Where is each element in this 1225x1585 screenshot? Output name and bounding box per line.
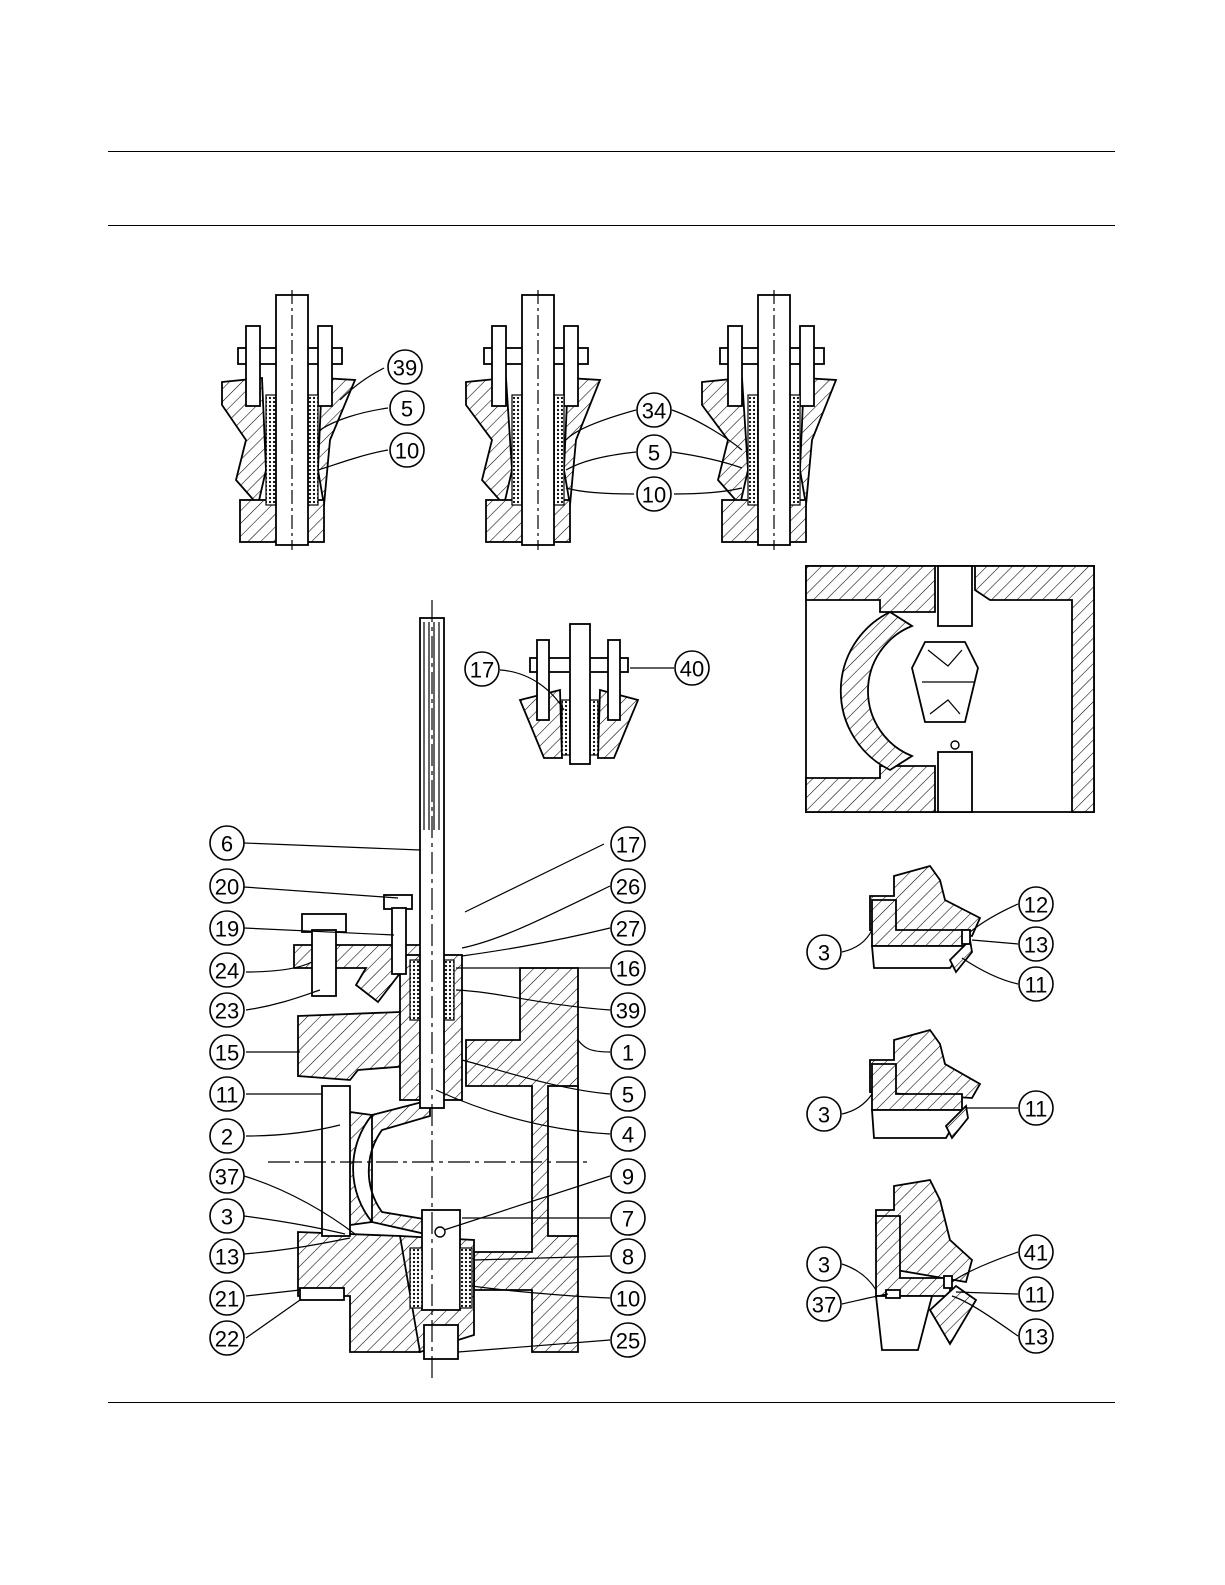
svg-text:11: 11: [1025, 1283, 1048, 1308]
packing-detail-2b: [702, 290, 836, 550]
seat-detail-1: [870, 866, 980, 972]
callout-det2-10: 10: [637, 477, 671, 511]
callout-main-4: 4: [611, 1117, 645, 1151]
callout-seat1-11: 11: [1019, 967, 1053, 1001]
callout-main-26: 26: [611, 869, 645, 903]
callout-main-19: 19: [210, 911, 244, 945]
callout-main-2: 2: [210, 1119, 244, 1153]
callout-seat2-11: 11: [1019, 1091, 1053, 1125]
svg-text:16: 16: [616, 957, 640, 982]
svg-text:8: 8: [622, 1245, 634, 1270]
svg-text:15: 15: [215, 1041, 239, 1066]
seat-detail-2: [870, 1030, 980, 1138]
callout-main-8: 8: [611, 1239, 645, 1273]
callout-main-25: 25: [611, 1323, 645, 1357]
svg-text:40: 40: [680, 657, 704, 682]
callout-main-23: 23: [210, 993, 244, 1027]
svg-text:3: 3: [818, 941, 830, 966]
callout-det2-5: 5: [637, 435, 671, 469]
callout-seat3-3: 3: [807, 1247, 841, 1281]
svg-text:22: 22: [215, 1327, 239, 1352]
callout-seat3-37: 37: [807, 1287, 841, 1321]
svg-text:10: 10: [642, 483, 666, 508]
packing-detail-2a: [466, 290, 600, 550]
callout-main-11: 11: [210, 1077, 244, 1111]
svg-text:24: 24: [215, 959, 239, 984]
callout-main-7: 7: [611, 1201, 645, 1235]
svg-text:7: 7: [622, 1207, 634, 1232]
svg-text:3: 3: [818, 1253, 830, 1278]
callout-main-27: 27: [611, 911, 645, 945]
callout-main-17: 17: [611, 827, 645, 861]
svg-text:27: 27: [616, 917, 640, 942]
packing-detail-3: [520, 624, 638, 764]
svg-text:39: 39: [393, 356, 417, 381]
svg-text:37: 37: [812, 1293, 836, 1318]
svg-text:3: 3: [221, 1205, 233, 1230]
callout-det2-34: 34: [637, 393, 671, 427]
svg-text:13: 13: [1024, 933, 1048, 958]
callout-main-6: 6: [210, 826, 244, 860]
callout-seat1-12: 12: [1019, 887, 1053, 921]
svg-text:13: 13: [215, 1245, 239, 1270]
svg-text:11: 11: [1025, 1097, 1048, 1122]
callout-main-22: 22: [210, 1321, 244, 1355]
svg-text:1: 1: [622, 1041, 634, 1066]
callout-seat3-11: 11: [1019, 1277, 1053, 1311]
svg-text:5: 5: [648, 441, 660, 466]
callout-det1-10: 10: [390, 433, 424, 467]
callout-main-24: 24: [210, 953, 244, 987]
callout-det3-40: 40: [675, 651, 709, 685]
svg-text:12: 12: [1024, 893, 1048, 918]
svg-text:9: 9: [622, 1165, 634, 1190]
svg-text:3: 3: [818, 1103, 830, 1128]
svg-text:17: 17: [616, 833, 640, 858]
svg-text:5: 5: [622, 1083, 634, 1108]
callout-main-16: 16: [611, 951, 645, 985]
callout-main-39: 39: [611, 993, 645, 1027]
svg-text:13: 13: [1024, 1325, 1048, 1350]
callout-main-37: 37: [210, 1159, 244, 1193]
ball-section-view: [806, 566, 1094, 812]
seat-detail-3: [876, 1180, 976, 1350]
svg-text:10: 10: [395, 439, 419, 464]
callout-main-5: 5: [611, 1077, 645, 1111]
callout-seat3-41: 41: [1019, 1235, 1053, 1269]
callout-det1-5: 5: [390, 391, 424, 425]
svg-text:17: 17: [470, 658, 494, 683]
callout-main-21: 21: [210, 1281, 244, 1315]
callout-det1-39: 39: [388, 350, 422, 384]
svg-text:6: 6: [221, 832, 233, 857]
callout-main-3: 3: [210, 1199, 244, 1233]
callout-main-9: 9: [611, 1159, 645, 1193]
callout-main-20: 20: [210, 869, 244, 903]
callout-det3-17: 17: [465, 652, 499, 686]
callout-seat2-3: 3: [807, 1097, 841, 1131]
svg-text:39: 39: [616, 999, 640, 1024]
callout-seat1-13: 13: [1019, 927, 1053, 961]
svg-text:4: 4: [622, 1123, 634, 1148]
callout-main-15: 15: [210, 1035, 244, 1069]
svg-text:5: 5: [401, 397, 413, 422]
svg-text:11: 11: [216, 1083, 239, 1108]
svg-text:41: 41: [1024, 1241, 1048, 1266]
svg-text:11: 11: [1025, 973, 1048, 998]
callout-main-10: 10: [611, 1281, 645, 1315]
svg-text:23: 23: [215, 999, 239, 1024]
packing-detail-1: [222, 290, 355, 550]
svg-text:2: 2: [221, 1125, 233, 1150]
svg-text:10: 10: [616, 1287, 640, 1312]
callout-seat1-3: 3: [807, 935, 841, 969]
svg-text:25: 25: [616, 1329, 640, 1354]
svg-text:19: 19: [215, 917, 239, 942]
callout-main-1: 1: [611, 1035, 645, 1069]
svg-text:21: 21: [215, 1287, 239, 1312]
svg-text:26: 26: [616, 875, 640, 900]
svg-text:34: 34: [642, 399, 666, 424]
svg-text:20: 20: [215, 875, 239, 900]
callout-main-13: 13: [210, 1239, 244, 1273]
svg-text:37: 37: [215, 1165, 239, 1190]
callout-seat3-13: 13: [1019, 1319, 1053, 1353]
